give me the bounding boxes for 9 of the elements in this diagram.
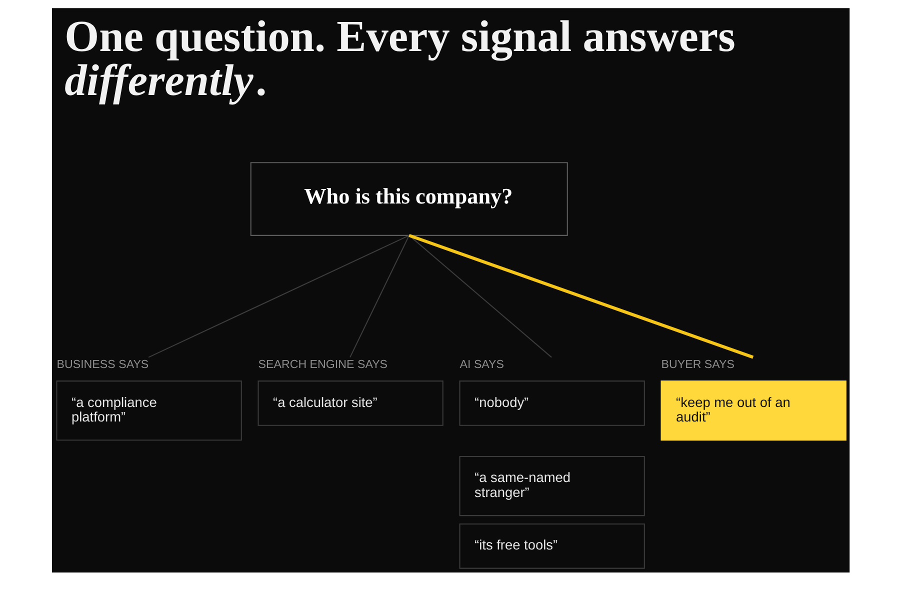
connector bbox=[408, 235, 552, 358]
node-label: AI SAYS bbox=[460, 358, 504, 372]
node-label: SEARCH ENGINE SAYS bbox=[258, 358, 388, 372]
connector bbox=[350, 235, 410, 358]
connector bbox=[408, 234, 754, 359]
node-label: BUSINESS SAYS bbox=[56, 358, 149, 372]
node-label: BUYER SAYS bbox=[661, 358, 735, 372]
connector bbox=[148, 234, 410, 358]
diagram-title: One question. Every signal answers differently. bbox=[64, 12, 736, 106]
